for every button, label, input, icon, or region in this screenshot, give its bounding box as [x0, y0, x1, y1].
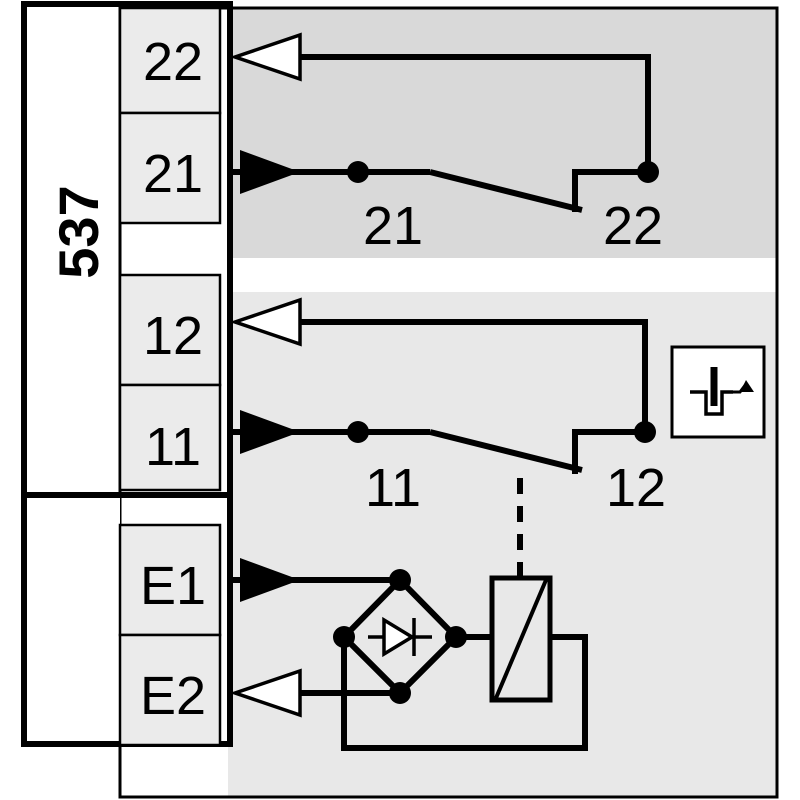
upper-contact-node: [637, 161, 659, 183]
lower-fixed-contact: [572, 429, 645, 474]
relay-coil-diagonal: [494, 579, 548, 699]
terminal-label-12: 12: [143, 306, 203, 366]
lower-output-arrow: [229, 297, 302, 347]
upper-contact-label: 22: [603, 196, 663, 256]
terminal-strip: [118, 6, 222, 747]
terminal-box-e1: [118, 523, 222, 637]
terminal-box-12: [118, 273, 222, 387]
bridge-node-top: [389, 569, 411, 591]
coil-return-wire: [341, 634, 588, 751]
upper-common-label: 21: [363, 196, 423, 256]
e1-input-arrow: [240, 558, 300, 602]
terminal-box-21: [118, 111, 222, 225]
upper-switch-blade: [429, 169, 583, 213]
e2-output-arrow: [229, 668, 302, 718]
relay-coil: [489, 575, 553, 703]
lower-common-label: 11: [365, 458, 421, 518]
upper-contact-circuit: [290, 54, 651, 213]
upper-return-wire: [300, 54, 651, 172]
upper-common-node: [347, 161, 369, 183]
locking-actuator-icon: [670, 345, 766, 439]
lower-common-node: [347, 421, 369, 443]
terminal-box-e2: [118, 633, 222, 747]
terminal-label-11: 11: [145, 417, 201, 477]
diode-icon: [368, 616, 432, 658]
terminal-label-21: 21: [143, 144, 203, 204]
terminal-box-22: [118, 6, 222, 115]
part-number-label: 537: [47, 185, 110, 278]
lower-return-wire: [300, 319, 648, 432]
lower-switch-blade: [429, 429, 583, 473]
upper-contact-band: [228, 8, 777, 258]
terminal-label-e1: E1: [140, 556, 206, 616]
bridge-node-left: [333, 626, 355, 648]
lower-input-arrow: [240, 410, 300, 454]
upper-input-arrow: [240, 150, 300, 194]
lower-contact-node: [634, 421, 656, 443]
upper-output-arrow: [229, 32, 302, 82]
terminal-label-e2: E2: [140, 666, 206, 726]
lower-contact-label: 12: [606, 458, 666, 518]
bridge-node-bottom: [389, 682, 411, 704]
device-block-white-area: [27, 498, 120, 741]
terminal-box-11: [118, 383, 222, 492]
terminal-label-22: 22: [143, 32, 203, 92]
bridge-node-right: [445, 626, 467, 648]
upper-fixed-contact: [572, 169, 648, 212]
